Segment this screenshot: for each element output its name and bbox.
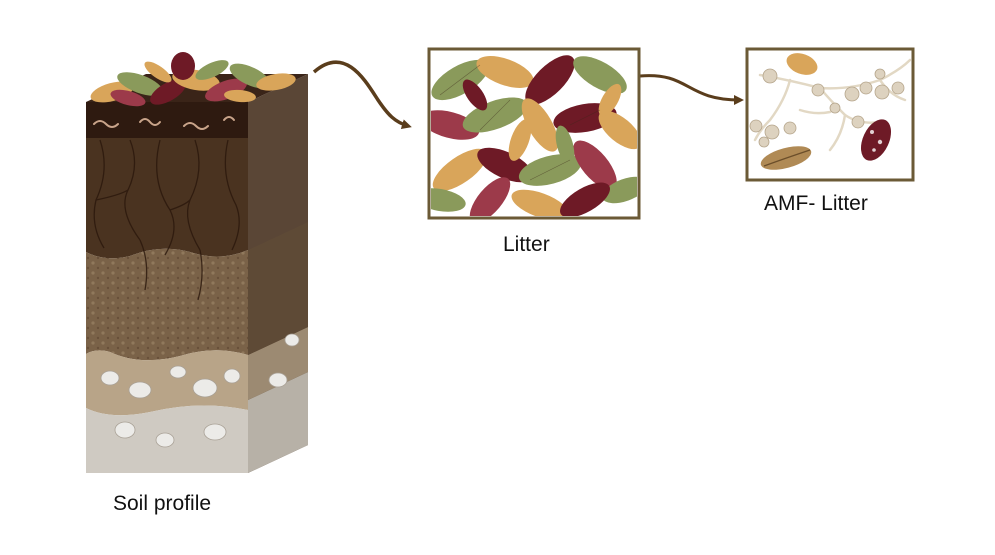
soil-side-mid bbox=[248, 222, 308, 355]
leaf-litter-pile bbox=[427, 47, 641, 220]
soil-profile-illustration bbox=[86, 52, 308, 473]
litter-label: Litter bbox=[503, 233, 550, 256]
amf-leaf-maroon bbox=[860, 119, 892, 161]
spores bbox=[749, 68, 905, 148]
soil-top-leaves bbox=[86, 52, 308, 107]
soil-horizon-c bbox=[86, 350, 248, 416]
soil-stones bbox=[100, 333, 300, 448]
arrow-soil-to-litter bbox=[312, 60, 412, 130]
amf-litter-label: AMF- Litter bbox=[764, 192, 868, 215]
amf-leaf-tan bbox=[786, 53, 818, 75]
soil-profile-label: Soil profile bbox=[113, 492, 212, 515]
soil-roots bbox=[93, 139, 240, 301]
arrow-litter-to-amf bbox=[639, 74, 744, 105]
soil-horizon-b-dots bbox=[86, 248, 248, 361]
soil-side-rock bbox=[248, 372, 308, 473]
soil-horizon-o bbox=[86, 102, 248, 138]
soil-horizon-a bbox=[86, 138, 248, 259]
mycorrhizal-hyphae-litter bbox=[745, 47, 915, 182]
soil-worms bbox=[93, 116, 235, 130]
